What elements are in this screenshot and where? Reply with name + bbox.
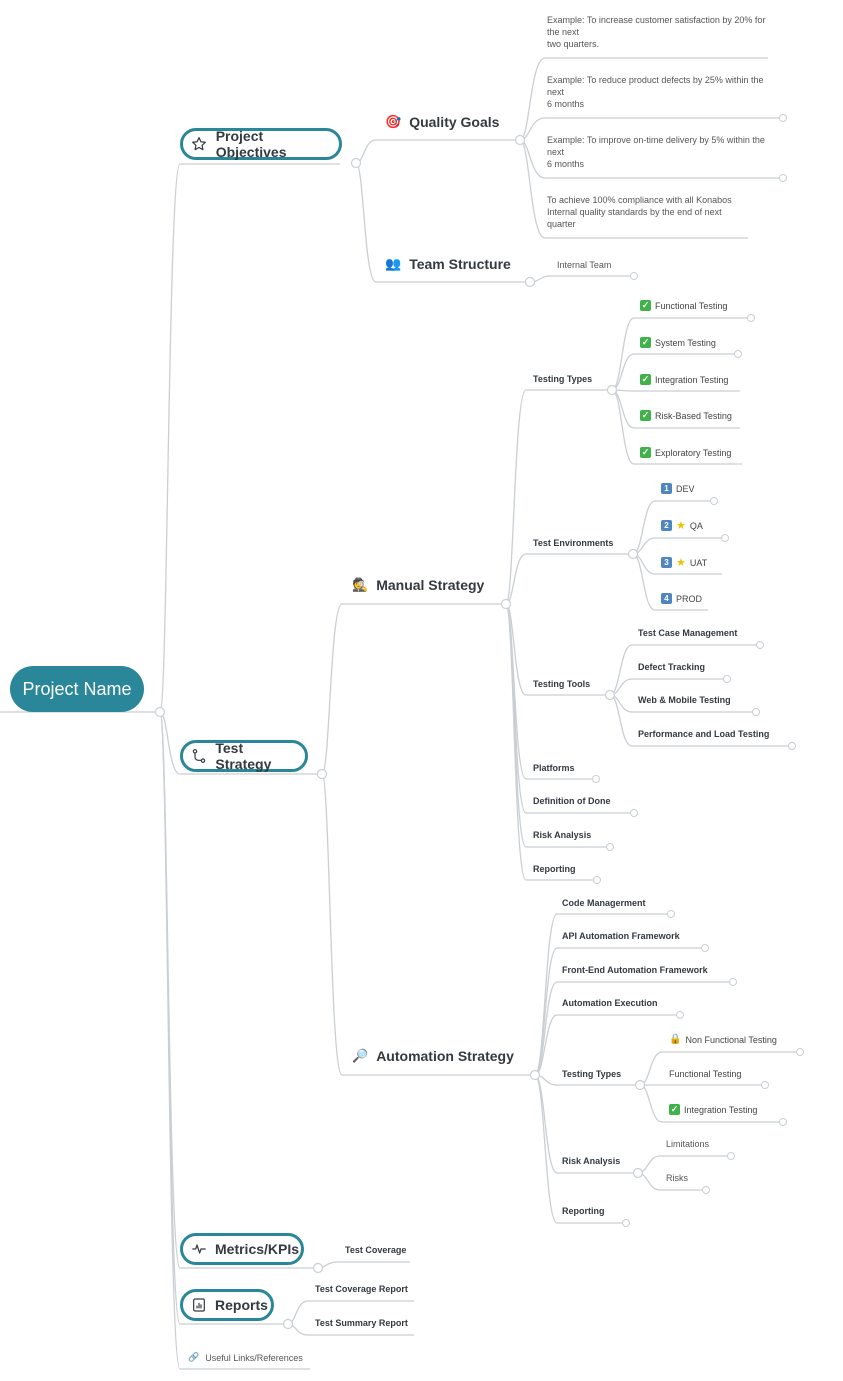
quality-goal-item[interactable]: To achieve 100% compliance with all Kona… [547, 195, 732, 229]
tool-item[interactable]: Defect Tracking [638, 662, 706, 672]
testing-type-label: Risk-Based Testing [655, 410, 732, 421]
quality-goal-item[interactable]: Example: To reduce product defects by 25… [547, 75, 764, 109]
detective-icon: 🕵 [352, 577, 369, 592]
tool-item[interactable]: Test Case Management [638, 628, 738, 638]
test-strategy-node[interactable]: Test Strategy [180, 740, 308, 772]
test-strategy-label: Test Strategy [215, 740, 272, 772]
pulse-icon [191, 1240, 207, 1258]
number-3-icon: 3 [661, 557, 672, 568]
environment-label: QA [689, 520, 703, 531]
root-label: Project Name [22, 678, 132, 699]
automation-type-item[interactable]: ✓ Integration Testing [669, 1104, 757, 1115]
automation-strategy-node[interactable]: 🔎 Automation Strategy [352, 1048, 514, 1064]
testing-type-label: Functional Testing [655, 300, 728, 311]
manual-strategy-node[interactable]: 🕵 Manual Strategy [352, 577, 484, 593]
number-4-icon: 4 [661, 593, 672, 604]
star-icon [191, 135, 208, 153]
team-structure-label: Team Structure [409, 256, 511, 272]
risk-item[interactable]: Risks [666, 1173, 688, 1183]
automation-risk-analysis-node[interactable]: Risk Analysis [562, 1156, 621, 1166]
manual-reporting-node[interactable]: Reporting [533, 864, 576, 874]
project-objectives-node[interactable]: Project Objectives [180, 128, 342, 160]
reports-label: Reports [215, 1297, 268, 1313]
testing-type-item[interactable]: ✓ System Testing [640, 337, 716, 348]
star-icon: ★ [676, 520, 686, 532]
testing-type-label: Exploratory Testing [655, 447, 732, 458]
target-icon: 🎯 [385, 114, 402, 129]
automation-type-label: Functional Testing [669, 1069, 742, 1079]
frontend-framework-node[interactable]: Front-End Automation Framework [562, 965, 708, 975]
report-chart-icon [191, 1296, 207, 1314]
lock-icon: 🔒 [669, 1034, 682, 1045]
quality-goal-item[interactable]: Example: To improve on-time delivery by … [547, 135, 765, 169]
manual-risk-analysis-node[interactable]: Risk Analysis [533, 830, 592, 840]
check-icon: ✓ [640, 410, 651, 421]
platforms-node[interactable]: Platforms [533, 763, 575, 773]
risk-item[interactable]: Limitations [666, 1139, 710, 1149]
number-2-icon: 2 [661, 520, 672, 531]
definition-of-done-node[interactable]: Definition of Done [533, 796, 611, 806]
report-item[interactable]: Test Summary Report [315, 1318, 408, 1328]
testing-type-label: System Testing [655, 337, 716, 348]
quality-goals-node[interactable]: 🎯 Quality Goals [385, 114, 499, 130]
environment-label: PROD [676, 593, 703, 604]
testing-type-item[interactable]: ✓ Exploratory Testing [640, 447, 731, 458]
environment-item[interactable]: 4 PROD [661, 593, 702, 604]
check-icon: ✓ [640, 337, 651, 348]
environment-label: DEV [676, 483, 695, 494]
project-objectives-label: Project Objectives [215, 128, 287, 160]
testing-type-item[interactable]: ✓ Risk-Based Testing [640, 410, 732, 421]
automation-type-label: Integration Testing [684, 1104, 758, 1115]
manual-strategy-label: Manual Strategy [376, 577, 485, 593]
testing-tools-node[interactable]: Testing Tools [533, 679, 591, 689]
tool-item[interactable]: Web & Mobile Testing [638, 695, 731, 705]
check-icon: ✓ [640, 374, 651, 385]
report-item[interactable]: Test Coverage Report [315, 1284, 408, 1294]
automation-strategy-label: Automation Strategy [376, 1048, 514, 1064]
check-icon: ✓ [640, 300, 651, 311]
testing-type-item[interactable]: ✓ Integration Testing [640, 374, 728, 385]
metrics-item[interactable]: Test Coverage [345, 1245, 407, 1255]
automation-type-item[interactable]: Functional Testing [669, 1069, 741, 1079]
environment-item[interactable]: 1 DEV [661, 483, 695, 494]
star-icon: ★ [676, 557, 686, 569]
useful-links-node[interactable]: 🔗 Useful Links/References [188, 1352, 303, 1363]
people-icon: 👥 [385, 256, 402, 271]
metrics-node[interactable]: Metrics/KPIs [180, 1233, 304, 1265]
link-icon: 🔗 [188, 1352, 200, 1362]
magnifier-icon: 🔎 [352, 1048, 369, 1063]
reports-node[interactable]: Reports [180, 1289, 274, 1321]
team-structure-node[interactable]: 👥 Team Structure [385, 256, 511, 272]
code-management-node[interactable]: Code Managerment [562, 898, 646, 908]
automation-type-item[interactable]: 🔒Non Functional Testing [669, 1034, 777, 1045]
quality-goal-item[interactable]: Example: To increase customer satisfacti… [547, 15, 766, 49]
team-structure-item[interactable]: Internal Team [557, 260, 612, 270]
manual-testing-types-node[interactable]: Testing Types [533, 374, 593, 384]
number-1-icon: 1 [661, 483, 672, 494]
automation-execution-node[interactable]: Automation Execution [562, 998, 658, 1008]
tool-item[interactable]: Performance and Load Testing [638, 729, 770, 739]
flow-icon [191, 747, 207, 765]
check-icon: ✓ [640, 447, 651, 458]
useful-links-label: Useful Links/References [205, 1352, 303, 1363]
environment-label: UAT [689, 557, 708, 568]
testing-type-item[interactable]: ✓ Functional Testing [640, 300, 727, 311]
automation-reporting-node[interactable]: Reporting [562, 1206, 605, 1216]
testing-type-label: Integration Testing [655, 374, 729, 385]
automation-type-label: Non Functional Testing [685, 1034, 777, 1045]
environment-item[interactable]: 3 ★UAT [661, 556, 707, 569]
root-node[interactable]: Project Name [10, 666, 144, 712]
check-icon: ✓ [669, 1104, 680, 1115]
api-framework-node[interactable]: API Automation Framework [562, 931, 680, 941]
automation-testing-types-node[interactable]: Testing Types [562, 1069, 622, 1079]
quality-goals-label: Quality Goals [409, 114, 500, 130]
test-environments-node[interactable]: Test Environments [533, 538, 614, 548]
environment-item[interactable]: 2 ★QA [661, 519, 703, 532]
metrics-label: Metrics/KPIs [215, 1241, 300, 1257]
